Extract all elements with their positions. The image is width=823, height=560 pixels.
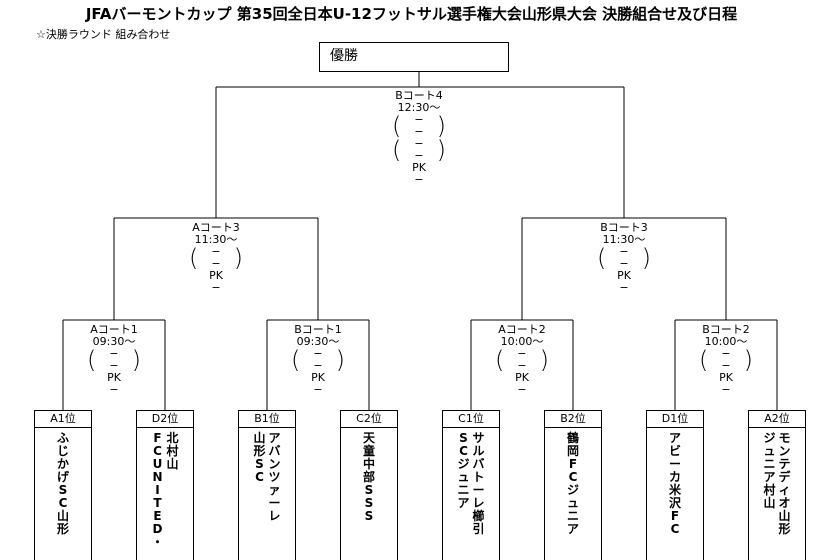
match-score: − bbox=[414, 113, 424, 126]
match-court: Aコート1 bbox=[90, 323, 138, 336]
match-time: 11:30〜 bbox=[602, 233, 646, 246]
match-score: − bbox=[414, 125, 424, 138]
match-pk: − bbox=[313, 383, 323, 396]
match-pk-label: PK bbox=[515, 371, 529, 384]
match-score: − bbox=[517, 347, 527, 360]
match-score: − bbox=[517, 359, 527, 372]
champion-box: 優勝 bbox=[319, 42, 509, 72]
match-time: 09:30〜 bbox=[92, 335, 136, 348]
match-qf2: Bコート1 09:30〜 ( − − ) PK − bbox=[273, 324, 363, 396]
match-pk-label: PK bbox=[412, 161, 426, 174]
match-pk: − bbox=[721, 383, 731, 396]
match-qf3: Aコート2 10:00〜 ( − − ) PK − bbox=[477, 324, 567, 396]
team-seed: A2位 bbox=[749, 411, 805, 428]
match-score: − bbox=[721, 359, 731, 372]
page-title: JFAバーモントカップ 第35回全日本U-12フットサル選手権大会山形県大会 決… bbox=[85, 5, 738, 23]
match-score: − bbox=[619, 245, 629, 258]
match-score: − bbox=[619, 257, 629, 270]
match-time: 10:00〜 bbox=[704, 335, 748, 348]
team-seed: C1位 bbox=[443, 411, 499, 428]
match-pk: − bbox=[211, 281, 221, 294]
match-time: 11:30〜 bbox=[194, 233, 238, 246]
match-pk-label: PK bbox=[617, 269, 631, 282]
match-court: Aコート2 bbox=[498, 323, 546, 336]
match-pk-label: PK bbox=[311, 371, 325, 384]
team-seed: B1位 bbox=[239, 411, 295, 428]
match-time: 09:30〜 bbox=[296, 335, 340, 348]
team-seed: B2位 bbox=[545, 411, 601, 428]
match-semi-b: Bコート3 11:30〜 ( − − ) PK − bbox=[579, 222, 669, 294]
match-score: − bbox=[721, 347, 731, 360]
match-court: Bコート2 bbox=[702, 323, 750, 336]
match-pk-label: PK bbox=[719, 371, 733, 384]
match-qf4: Bコート2 10:00〜 ( − − ) PK − bbox=[681, 324, 771, 396]
match-pk: − bbox=[414, 173, 424, 186]
match-court: Bコート4 bbox=[395, 89, 443, 102]
match-time: 12:30〜 bbox=[397, 101, 441, 114]
team-seed: D2位 bbox=[137, 411, 193, 428]
match-score: − bbox=[211, 257, 221, 270]
match-score: − bbox=[313, 359, 323, 372]
team-name-column: モンテディオ山形 bbox=[778, 431, 791, 536]
team-name-column: 北村山 bbox=[166, 431, 179, 471]
match-final: Bコート4 12:30〜 ( − − ) ( − − ) PK − bbox=[374, 90, 464, 186]
match-score: − bbox=[414, 149, 424, 162]
match-score: − bbox=[414, 137, 424, 150]
team-seed: A1位 bbox=[35, 411, 91, 428]
match-pk-label: PK bbox=[107, 371, 121, 384]
team-seed: D1位 bbox=[647, 411, 703, 428]
match-pk: − bbox=[109, 383, 119, 396]
match-pk: − bbox=[619, 281, 629, 294]
team-name-column: アバンツァーレ bbox=[268, 431, 281, 523]
match-time: 10:00〜 bbox=[500, 335, 544, 348]
page-subtitle: ☆決勝ラウンド 組み合わせ bbox=[36, 28, 171, 41]
match-qf1: Aコート1 09:30〜 ( − − ) PK − bbox=[69, 324, 159, 396]
match-pk: − bbox=[517, 383, 527, 396]
team-name-column: ジュニア村山 bbox=[763, 431, 776, 510]
match-semi-a: Aコート3 11:30〜 ( − − ) PK − bbox=[171, 222, 261, 294]
match-court: Bコート1 bbox=[294, 323, 342, 336]
match-pk-label: PK bbox=[209, 269, 223, 282]
team-name-column: サルバトーレ櫛引 bbox=[472, 431, 485, 536]
team-name: モンテディオ山形ジュニア村山 bbox=[749, 428, 805, 536]
match-score: − bbox=[313, 347, 323, 360]
match-score: − bbox=[109, 359, 119, 372]
match-court: Bコート3 bbox=[600, 221, 648, 234]
match-court: Aコート3 bbox=[192, 221, 240, 234]
team-box: A2位 モンテディオ山形ジュニア村山 bbox=[748, 410, 806, 560]
match-score: − bbox=[109, 347, 119, 360]
team-seed: C2位 bbox=[341, 411, 397, 428]
match-score: − bbox=[211, 245, 221, 258]
